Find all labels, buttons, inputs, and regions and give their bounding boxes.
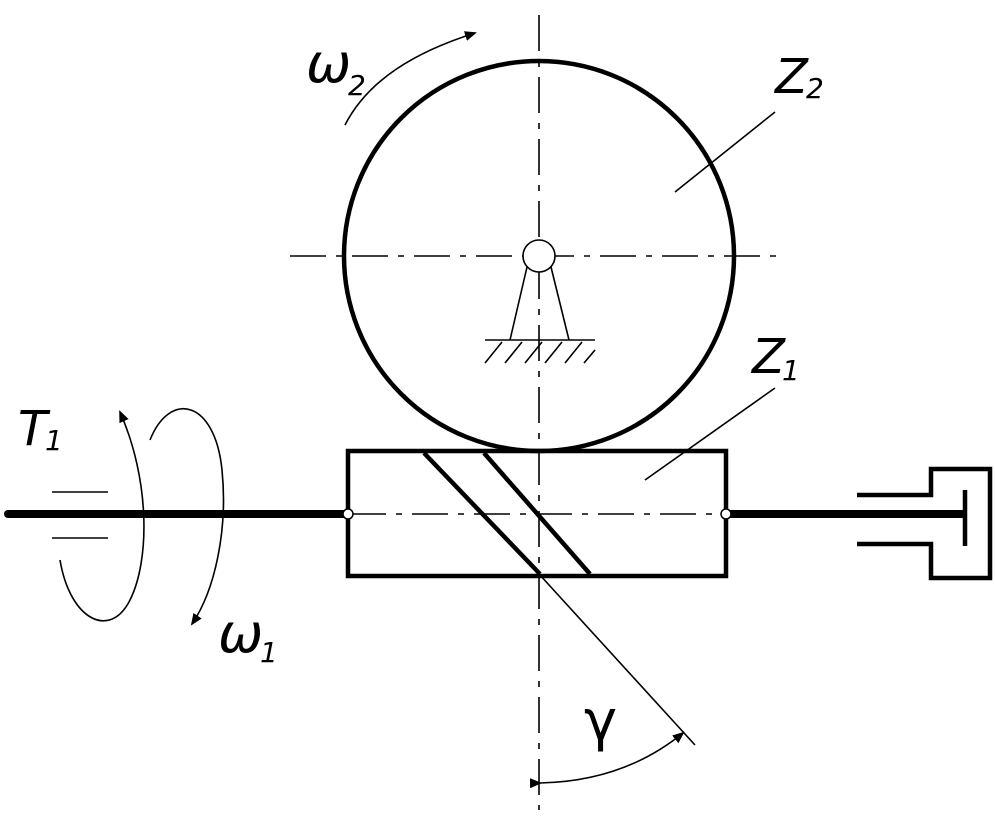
shaft-joint-right bbox=[720, 508, 732, 520]
z1-subscript: 1 bbox=[782, 354, 800, 387]
torque-t1-arrow bbox=[59, 410, 145, 622]
worm-thread-1 bbox=[422, 451, 542, 576]
omega2-label: ω bbox=[306, 32, 351, 95]
worm-thread-2 bbox=[482, 451, 592, 576]
omega2-arrow bbox=[344, 31, 477, 126]
ground-hatching bbox=[484, 341, 596, 364]
omega1-arrow bbox=[149, 407, 225, 626]
z2-subscript: 2 bbox=[806, 72, 824, 105]
z2-label: Z bbox=[773, 49, 809, 105]
omega2-subscript: 2 bbox=[348, 69, 366, 102]
omega1-subscript: 1 bbox=[260, 636, 278, 669]
bearing-housing bbox=[857, 466, 993, 581]
gamma-angle-arc bbox=[529, 731, 685, 789]
t1-label: T bbox=[18, 401, 51, 457]
t1-subscript: 1 bbox=[45, 424, 63, 457]
gamma-label: γ bbox=[584, 689, 617, 754]
gamma-reference-line bbox=[538, 573, 696, 746]
z2-leader-line bbox=[674, 111, 776, 193]
z1-label: Z bbox=[750, 329, 786, 385]
omega1-label: ω bbox=[218, 602, 263, 665]
shaft-joint-left bbox=[342, 508, 354, 520]
wheel-pivot bbox=[522, 239, 556, 273]
support-leg-left bbox=[509, 266, 528, 341]
z1-leader-line bbox=[644, 387, 776, 481]
support-leg-right bbox=[550, 266, 570, 341]
